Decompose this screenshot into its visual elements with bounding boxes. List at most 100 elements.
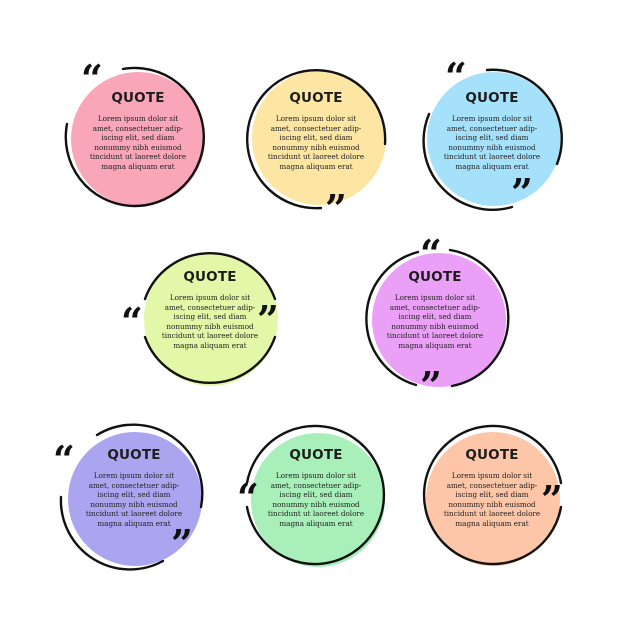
close-quote-icon: ” [420,363,442,408]
badge-circle [143,252,278,386]
badge-outline [143,252,277,301]
quote-line: magna aliquam erat [455,518,529,528]
quote-title: QUOTE [465,90,519,106]
quote-line: tincidunt ut laoreet dolore [89,152,187,162]
open-quote-icon: “ [53,437,75,482]
quote-line: Lorem ipsum dolor sit [169,293,251,302]
badge-circle [59,423,204,571]
quote-line: iscing elit, sed diam [455,490,529,500]
badge-outline [365,250,420,387]
quote-title: QUOTE [107,447,161,463]
quote-line: Lorem ipsum dolor sit [451,114,533,123]
quote-line: magna aliquam erat [279,161,353,171]
badge-outline [59,495,165,571]
quote-line: nonummy nibh euismod [448,142,536,152]
quote-line: Lorem ipsum dolor sit [451,471,533,480]
badge-outline [448,248,510,388]
quote-text: Lorem ipsum dolor sit amet, consectetuer… [259,114,373,172]
badge-circle [422,424,563,566]
quote-line: iscing elit, sed diam [173,312,247,322]
quote-line: Lorem ipsum dolor sit [93,471,175,480]
badge-circle [246,69,387,210]
badge-circle [422,68,563,211]
quote-line: tincidunt ut laoreet dolore [443,509,541,519]
badge-outline [143,335,277,384]
quote-line: amet, consectetuer adip- [270,123,362,133]
badge-content: QUOTE Lorem ipsum dolor sit amet, consec… [153,265,267,351]
badge-content: QUOTE Lorem ipsum dolor sit amet, consec… [435,443,549,529]
badge-fill [251,433,385,567]
quote-line: nonummy nibh euismod [272,499,360,509]
quote-line: magna aliquam erat [97,518,171,528]
open-quote-icon: “ [237,475,259,520]
quote-line: nonummy nibh euismod [391,321,479,331]
quote-title: QUOTE [183,269,237,285]
open-quote-icon: “ [121,299,143,344]
quote-badge: “ QUOTE Lorem ipsum dolor sit amet, cons… [237,421,391,571]
quote-title: QUOTE [111,90,165,106]
quote-title: QUOTE [289,447,343,463]
quote-line: nonummy nibh euismod [166,321,254,331]
quote-line: amet, consectetuer adip- [446,123,538,133]
quote-badge: ” QUOTE Lorem ipsum dolor sit amet, cons… [241,64,391,231]
badge-circle [245,424,386,567]
quote-line: tincidunt ut laoreet dolore [161,331,259,341]
badge-fill [68,432,202,566]
quote-text: Lorem ipsum dolor sit amet, consectetuer… [435,114,549,172]
quote-line: amet, consectetuer adip- [270,480,362,490]
quote-line: Lorem ipsum dolor sit [97,114,179,123]
quote-title: QUOTE [465,447,519,463]
quote-line: magna aliquam erat [455,161,529,171]
quote-line: tincidunt ut laoreet dolore [443,152,541,162]
quote-line: amet, consectetuer adip- [164,302,256,312]
quote-line: tincidunt ut laoreet dolore [267,509,365,519]
quote-line: magna aliquam erat [173,340,247,350]
quote-line: magna aliquam erat [279,518,353,528]
badge-fill [144,252,278,386]
badge-fill [372,253,506,387]
quote-line: nonummy nibh euismod [448,499,536,509]
quote-line: amet, consectetuer adip- [92,123,184,133]
quote-line: tincidunt ut laoreet dolore [386,331,484,341]
quote-line: Lorem ipsum dolor sit [275,471,357,480]
badge-content: QUOTE Lorem ipsum dolor sit amet, consec… [259,86,373,172]
quote-line: amet, consectetuer adip- [88,480,180,490]
quote-line: amet, consectetuer adip- [446,480,538,490]
open-quote-icon: “ [420,231,442,276]
quote-line: iscing elit, sed diam [398,312,472,322]
badge-outline [245,424,386,566]
badge-fill [426,432,560,566]
quote-line: Lorem ipsum dolor sit [394,293,476,302]
quote-badge: ” QUOTE Lorem ipsum dolor sit amet, cons… [417,421,567,571]
quote-text: Lorem ipsum dolor sit amet, consectetuer… [81,114,195,172]
badge-outline [95,423,204,509]
badge-content: QUOTE Lorem ipsum dolor sit amet, consec… [81,86,195,172]
badge-fill [252,71,386,205]
quote-badge: “ ” QUOTE Lorem ipsum dolor sit amet, co… [417,58,567,215]
quote-badge: “ ” QUOTE Lorem ipsum dolor sit amet, co… [121,243,285,393]
close-quote-icon: ” [511,170,533,215]
quote-line: iscing elit, sed diam [97,490,171,500]
quote-line: nonummy nibh euismod [272,142,360,152]
quote-line: tincidunt ut laoreet dolore [267,152,365,162]
quote-text: Lorem ipsum dolor sit amet, consectetuer… [259,471,373,529]
open-quote-icon: “ [81,56,103,101]
badge-content: QUOTE Lorem ipsum dolor sit amet, consec… [77,443,191,529]
quote-line: magna aliquam erat [101,161,175,171]
quote-line: nonummy nibh euismod [90,499,178,509]
quote-line: iscing elit, sed diam [455,133,529,143]
quote-text: Lorem ipsum dolor sit amet, consectetuer… [77,471,191,529]
quote-text: Lorem ipsum dolor sit amet, consectetuer… [153,293,267,351]
badge-content: QUOTE Lorem ipsum dolor sit amet, consec… [259,443,373,529]
badge-outline [422,112,514,211]
badge-content: QUOTE Lorem ipsum dolor sit amet, consec… [378,265,492,351]
quote-line: tincidunt ut laoreet dolore [85,509,183,519]
badge-fill [427,72,561,206]
open-quote-icon: “ [445,54,467,99]
quote-line: Lorem ipsum dolor sit [275,114,357,123]
quote-line: iscing elit, sed diam [279,490,353,500]
quote-line: iscing elit, sed diam [101,133,175,143]
quote-title: QUOTE [289,90,343,106]
quote-line: nonummy nibh euismod [94,142,182,152]
close-quote-icon: ” [325,186,347,231]
